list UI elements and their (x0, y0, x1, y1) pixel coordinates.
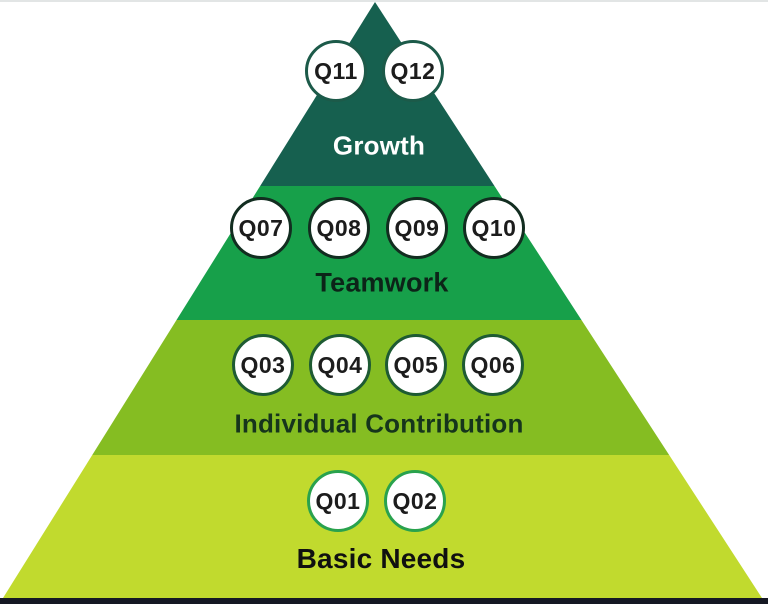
question-circle-q08: Q08 (308, 197, 370, 259)
question-circle-q03: Q03 (232, 334, 294, 396)
question-circle-q10: Q10 (463, 197, 525, 259)
question-circle-q07: Q07 (230, 197, 292, 259)
level-label-basic-needs: Basic Needs (296, 543, 466, 574)
level-label-growth: Growth (332, 130, 426, 161)
level-label-individual-contribution: Individual Contribution (234, 408, 524, 439)
pyramid-level-basic-needs (3, 455, 762, 598)
level-label-teamwork: Teamwork (315, 267, 449, 298)
question-circle-q11: Q11 (305, 40, 367, 102)
question-circle-q02: Q02 (384, 470, 446, 532)
question-circle-q05: Q05 (385, 334, 447, 396)
question-circle-q06: Q06 (462, 334, 524, 396)
bottom-bar (0, 598, 768, 604)
question-circle-q01: Q01 (307, 470, 369, 532)
question-circle-q12: Q12 (382, 40, 444, 102)
top-edge-line (0, 0, 768, 2)
question-circle-q04: Q04 (309, 334, 371, 396)
question-circle-q09: Q09 (386, 197, 448, 259)
pyramid-level-teamwork (3, 186, 762, 320)
